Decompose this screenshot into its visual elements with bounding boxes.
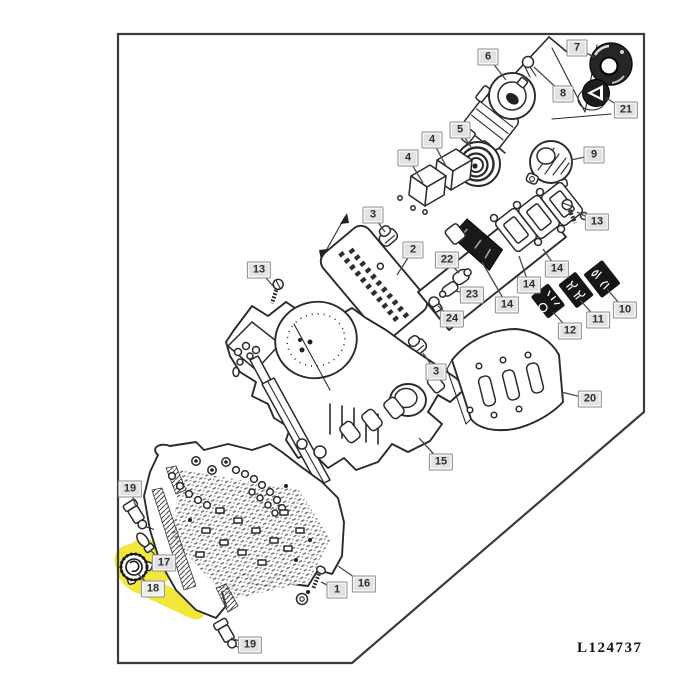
part-21-hazard-button (577, 79, 610, 111)
callout-1-25[interactable]: 1 (326, 581, 348, 599)
callout-19-29[interactable]: 19 (237, 636, 263, 654)
callout-6-0[interactable]: 6 (477, 48, 499, 66)
part-20-bracket (446, 328, 564, 432)
part-15-housing (225, 300, 467, 487)
part-14-rocker-switch (512, 194, 566, 240)
part-19-socket-b (212, 617, 244, 650)
callout-19-26[interactable]: 19 (117, 480, 143, 498)
part-9-buzzer (525, 140, 573, 189)
callout-13-10[interactable]: 13 (246, 261, 272, 279)
callout-15-23[interactable]: 15 (428, 453, 454, 471)
callout-2-9[interactable]: 2 (402, 241, 424, 259)
callout-9-7[interactable]: 9 (583, 146, 605, 164)
callout-22-12[interactable]: 22 (434, 251, 460, 269)
callout-12-20[interactable]: 12 (557, 322, 583, 340)
callout-10-18[interactable]: 10 (612, 301, 638, 319)
part-2-cover-plate (319, 224, 429, 340)
callout-20-21[interactable]: 20 (577, 390, 603, 408)
diagram-border (116, 32, 646, 665)
callout-17-27[interactable]: 17 (151, 554, 177, 572)
part-7-knob (589, 42, 633, 86)
callout-7-1[interactable]: 7 (566, 39, 588, 57)
part-22-switch-body (444, 218, 504, 271)
callout-21-3[interactable]: 21 (613, 101, 639, 119)
callout-5-4[interactable]: 5 (449, 121, 471, 139)
part-8-bulb (521, 55, 537, 78)
callout-4-6[interactable]: 4 (397, 149, 419, 167)
part-17-bulb (136, 532, 155, 554)
callout-24-14[interactable]: 24 (439, 310, 465, 328)
callout-11-19[interactable]: 11 (586, 311, 610, 329)
part-18-flasher (119, 552, 154, 585)
callout-14-17[interactable]: 14 (494, 296, 520, 314)
part-6-switch-assembly (461, 72, 536, 156)
part-11-decal (558, 272, 594, 308)
part-1-screw (295, 565, 327, 606)
figure-number: L124737 (577, 640, 643, 656)
callout-8-2[interactable]: 8 (552, 85, 574, 103)
callout-4-5[interactable]: 4 (421, 131, 443, 149)
callout-3-8[interactable]: 3 (362, 206, 384, 224)
callout-14-15[interactable]: 14 (544, 260, 570, 278)
part-13-screw-b (561, 198, 578, 224)
measure-arrow (319, 213, 349, 260)
callout-18-28[interactable]: 18 (140, 580, 166, 598)
callout-23-13[interactable]: 23 (459, 286, 485, 304)
part-19-socket-a (122, 498, 155, 530)
callout-13-11[interactable]: 13 (584, 213, 610, 231)
callout-16-24[interactable]: 16 (351, 575, 377, 593)
part-24-bulb (428, 296, 443, 314)
part-14-rocker-switch (489, 207, 543, 253)
part-23-bulb-holder (438, 281, 459, 298)
part-4-relays (397, 148, 473, 215)
part-13-screw-a (270, 278, 284, 304)
callout-14-16[interactable]: 14 (516, 276, 542, 294)
part-10-decal (584, 260, 620, 298)
part-16-circuit-board (143, 441, 345, 619)
callout-3-22[interactable]: 3 (425, 363, 447, 381)
